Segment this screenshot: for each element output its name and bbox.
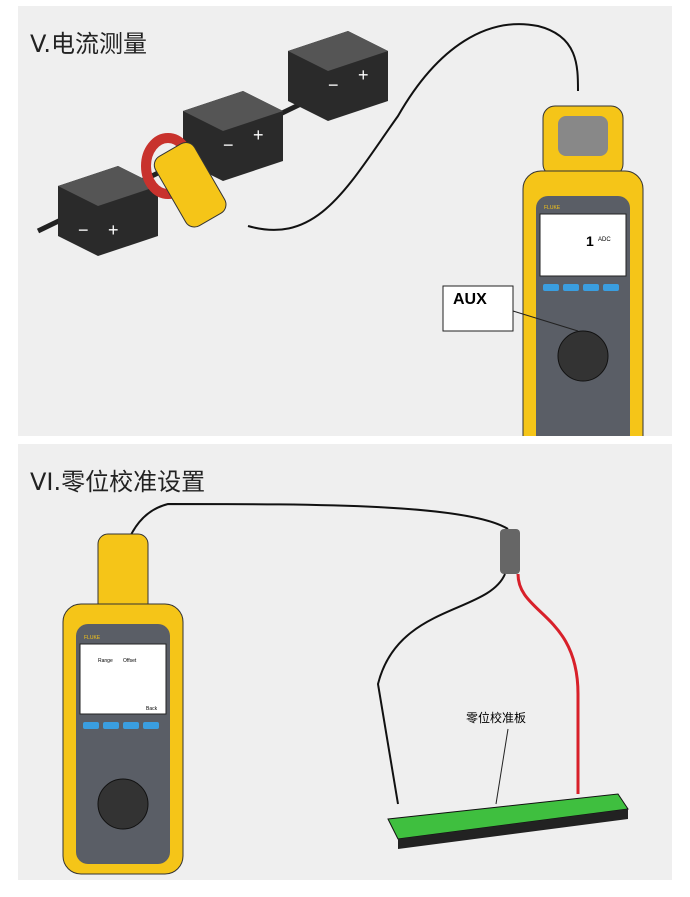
meter-unit: ADC bbox=[598, 237, 611, 243]
brand-logo: FLUKE bbox=[84, 635, 101, 641]
svg-text:−: − bbox=[328, 75, 339, 95]
current-measurement-illustration: +− +− +− 1 ADC FLUKE bbox=[36, 23, 644, 436]
black-lead bbox=[376, 573, 506, 805]
current-clamp bbox=[153, 142, 227, 228]
screen-row: Offset bbox=[123, 658, 137, 664]
softkey-back: Back bbox=[146, 706, 158, 712]
svg-text:−: − bbox=[223, 135, 234, 155]
rotary-dial bbox=[557, 330, 609, 382]
clamp-lead bbox=[247, 23, 579, 231]
current-measurement-panel: V.电流测量 +− +− +− 1 AD bbox=[18, 6, 672, 436]
section-title: V.电流测量 bbox=[30, 30, 147, 58]
brand-logo: FLUKE bbox=[544, 205, 561, 211]
probe-cable bbox=[117, 502, 509, 575]
zero-calibration-panel: VI.零位校准设置 零位校准板 FLUKE Range Offset Back bbox=[18, 444, 672, 880]
battery: +− bbox=[288, 31, 388, 121]
plate-label: 零位校准板 bbox=[466, 710, 526, 725]
battery: +− bbox=[58, 166, 158, 256]
zero-calibration-plate bbox=[387, 793, 629, 849]
aux-label: AUX bbox=[453, 291, 487, 308]
alligator-clip bbox=[500, 529, 520, 574]
section-title: VI.零位校准设置 bbox=[30, 468, 206, 496]
battery-analyzer-meter: 1 ADC FLUKE bbox=[522, 105, 644, 436]
rotary-dial bbox=[97, 778, 149, 830]
battery-analyzer-meter: FLUKE Range Offset Back bbox=[62, 533, 184, 875]
red-lead bbox=[516, 573, 580, 794]
svg-text:+: + bbox=[253, 125, 264, 145]
battery: +− bbox=[183, 91, 283, 181]
svg-text:−: − bbox=[78, 220, 89, 240]
meter-reading: 1 bbox=[586, 233, 594, 249]
plate-pointer bbox=[495, 728, 509, 805]
screen-row: Range bbox=[98, 658, 113, 664]
zero-calibration-illustration: 零位校准板 FLUKE Range Offset Back bbox=[62, 502, 629, 875]
aux-callout: AUX bbox=[442, 285, 579, 332]
svg-text:+: + bbox=[358, 65, 369, 85]
svg-text:+: + bbox=[108, 220, 119, 240]
